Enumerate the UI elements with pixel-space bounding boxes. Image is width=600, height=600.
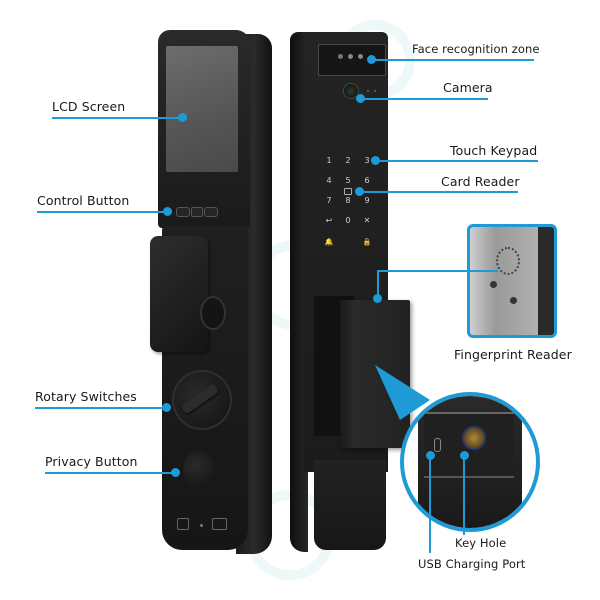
key-3[interactable]: 3 [364, 156, 370, 165]
usb-charging-port-label: USB Charging Port [418, 557, 526, 571]
zoom-callout-cone [375, 365, 430, 420]
bottom-detail-zoom [400, 392, 540, 532]
face-recognition-label: Face recognition zone [412, 42, 540, 56]
face-recognition-line [372, 59, 534, 61]
rotary-switches-dot [162, 403, 171, 412]
control-button-left[interactable] [176, 207, 190, 217]
key-back[interactable]: ↩ [325, 216, 333, 225]
usb-port [434, 438, 441, 452]
exterior-panel-side [290, 32, 308, 552]
rotary-switches-label: Rotary Switches [35, 389, 137, 404]
key-hole [462, 426, 486, 450]
ir-sensor-1 [338, 54, 343, 59]
rotary-switches-line [35, 407, 167, 409]
unlock-indicator-right-icon [212, 518, 227, 530]
usb-port-dot [426, 451, 435, 460]
screw-icon-2 [510, 297, 517, 304]
key-hole-line [463, 455, 465, 535]
privacy-button-line [45, 472, 175, 474]
camera-led-2 [374, 90, 376, 92]
key-hole-dot [460, 451, 469, 460]
fingerprint-inset-edge [538, 227, 554, 335]
privacy-button-dot [171, 468, 180, 477]
fingerprint-line-h [378, 270, 498, 272]
touch-keypad-dot [371, 156, 380, 165]
touch-keypad-label: Touch Keypad [450, 143, 538, 158]
camera-label: Camera [443, 80, 493, 95]
camera-lens [343, 83, 359, 99]
usb-port-line [429, 455, 431, 553]
camera-led-1 [367, 90, 369, 92]
privacy-button[interactable] [183, 451, 215, 487]
exterior-bottom-block [314, 460, 386, 550]
key-1[interactable]: 1 [326, 156, 332, 165]
card-reader-icon [344, 188, 352, 195]
interior-handle[interactable] [150, 236, 208, 352]
key-0[interactable]: 0 [345, 216, 351, 225]
key-2[interactable]: 2 [345, 156, 351, 165]
unlock-indicator-left-icon [177, 518, 189, 530]
key-6[interactable]: 6 [364, 176, 370, 185]
doorbell-icon[interactable]: 🔔 [324, 238, 334, 246]
key-9[interactable]: 9 [364, 196, 370, 205]
control-button-line [37, 211, 167, 213]
control-button-center[interactable] [191, 207, 203, 217]
fingerprint-reader-inset [467, 224, 557, 338]
control-button-right[interactable] [204, 207, 218, 217]
key-hole-label: Key Hole [455, 536, 507, 550]
rotary-switch[interactable] [172, 370, 232, 430]
indicator-dot [200, 524, 203, 527]
zoom-callout-pointer [375, 365, 430, 420]
lcd-screen-dot [178, 113, 187, 122]
fingerprint-dot [373, 294, 382, 303]
camera-dot [356, 94, 365, 103]
card-reader-dot [355, 187, 364, 196]
lcd-screen-line [52, 117, 182, 119]
face-recognition-dot [367, 55, 376, 64]
key-5[interactable]: 5 [345, 176, 351, 185]
handle-hub [200, 296, 226, 330]
touch-keypad-line [376, 160, 538, 162]
card-reader-line [360, 191, 518, 193]
lcd-screen-label: LCD Screen [52, 99, 126, 114]
fingerprint-reader-label: Fingerprint Reader [454, 347, 572, 362]
fingerprint-sensor [496, 247, 520, 275]
lock-icon[interactable]: 🔒 [362, 238, 372, 246]
ir-sensor-2 [348, 54, 353, 59]
fingerprint-line-v [377, 270, 379, 298]
control-button-dot [163, 207, 172, 216]
privacy-button-label: Privacy Button [45, 454, 138, 469]
key-8[interactable]: 8 [345, 196, 351, 205]
exterior-handle[interactable] [340, 300, 410, 448]
card-reader-label: Card Reader [441, 174, 520, 189]
key-4[interactable]: 4 [326, 176, 332, 185]
camera-line [360, 98, 488, 100]
key-clear[interactable]: ✕ [363, 216, 371, 225]
ir-sensor-3 [358, 54, 363, 59]
key-7[interactable]: 7 [326, 196, 332, 205]
control-button-label: Control Button [37, 193, 130, 208]
lcd-screen [166, 46, 238, 172]
screw-icon-1 [490, 281, 497, 288]
